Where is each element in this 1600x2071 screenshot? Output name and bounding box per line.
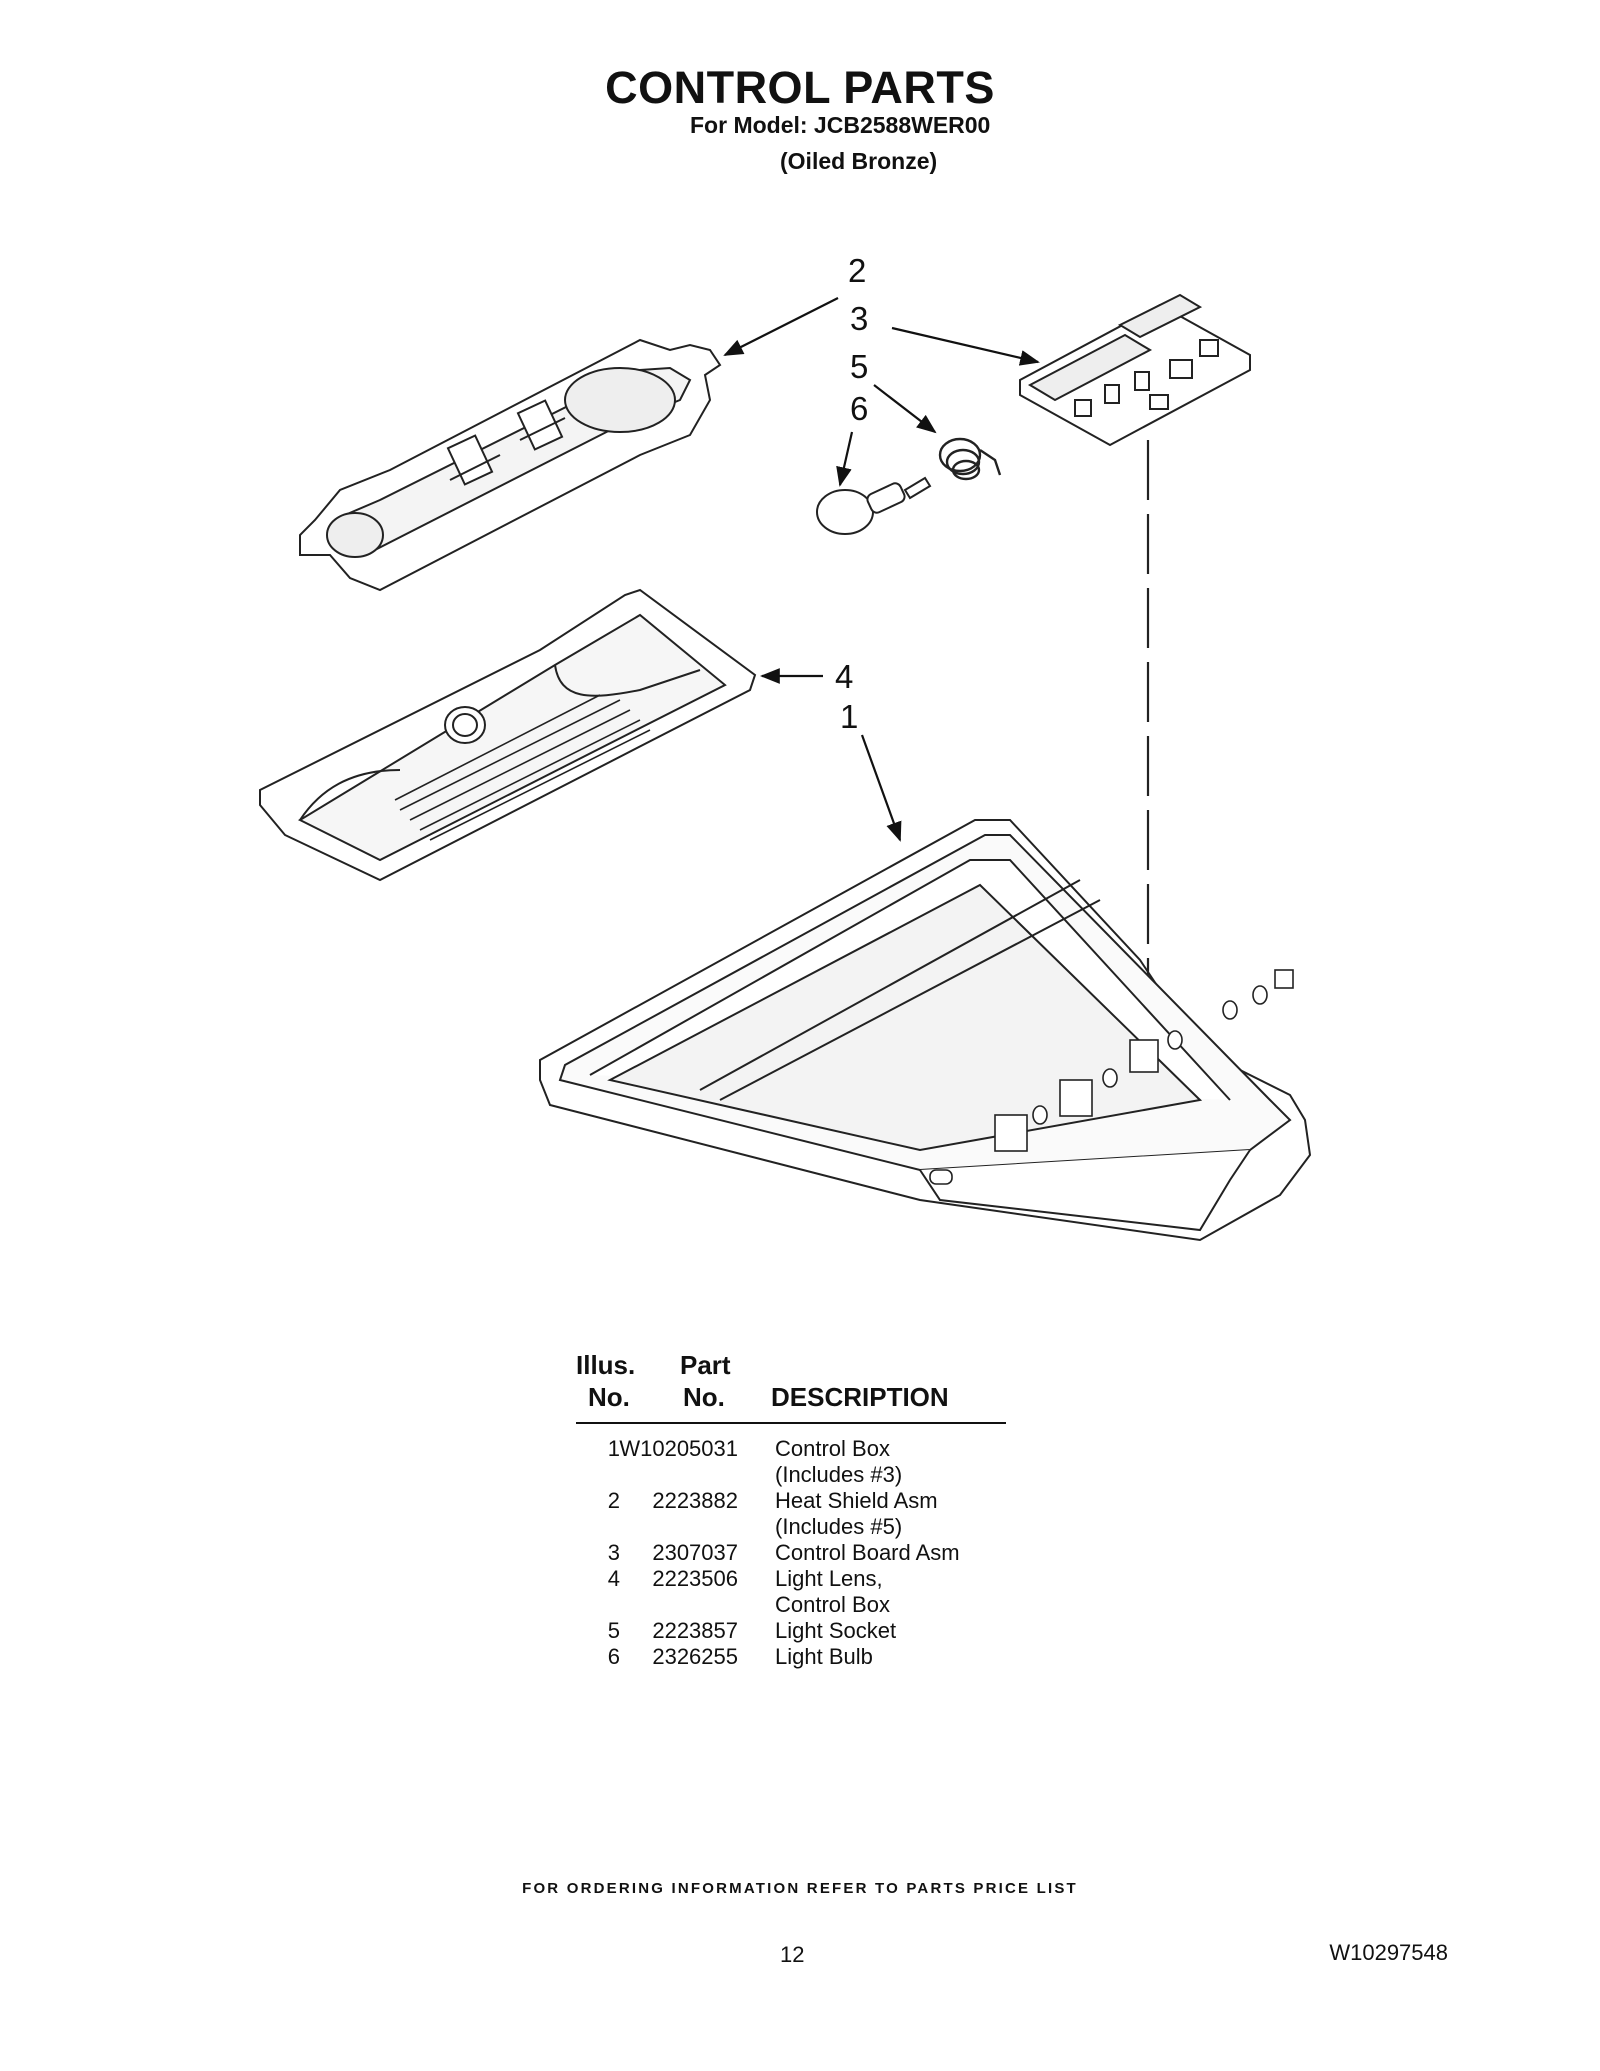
callout-4: 4 (835, 658, 853, 695)
model-line: For Model: JCB2588WER00 (690, 112, 991, 138)
document-number: W10297548 (1329, 1940, 1448, 1965)
callout-2: 2 (848, 252, 866, 289)
page-number: 12 (780, 1942, 805, 1967)
callout-1: 1 (840, 698, 858, 735)
header-description: DESCRIPTION (771, 1382, 949, 1412)
light-socket-drawing (938, 437, 1002, 481)
finish-line: (Oiled Bronze) (780, 148, 938, 174)
exploded-parts-diagram: 2 3 5 6 4 1 (259, 252, 1312, 1242)
heat-shield-drawing (299, 338, 722, 592)
control-box-drawing (539, 819, 1312, 1242)
ordering-note: FOR ORDERING INFORMATION REFER TO PARTS … (522, 1880, 1078, 1897)
header-part-bottom: No. (683, 1382, 725, 1412)
control-board-drawing (1019, 293, 1251, 447)
header-part-top: Part (680, 1350, 731, 1380)
leader-arrows (723, 297, 1040, 842)
callout-3: 3 (850, 300, 868, 337)
light-lens-drawing (259, 588, 757, 882)
callout-5: 5 (850, 348, 868, 385)
header-rule (576, 1422, 1006, 1424)
page-title: CONTROL PARTS (605, 62, 995, 113)
header-illus-bottom: No. (588, 1382, 630, 1412)
callout-6: 6 (850, 390, 868, 427)
light-bulb-drawing (816, 476, 932, 535)
header-illus-top: Illus. (576, 1350, 636, 1380)
